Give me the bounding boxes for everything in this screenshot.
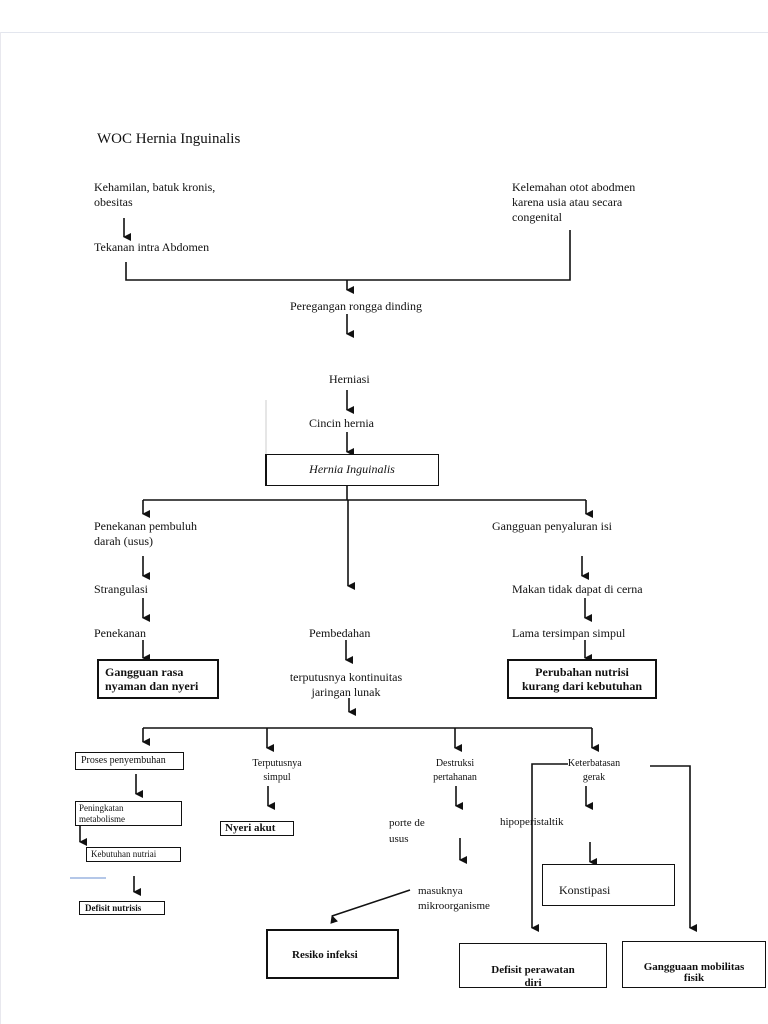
node-peregangan: Peregangan rongga dinding: [290, 299, 422, 313]
node-porte-de-usus: porte de usus: [389, 817, 425, 845]
node-resiko-infeksi-box: Resiko infeksi: [266, 929, 399, 979]
node-masuknya-mikroorganisme: masuknya mikroorganisme: [418, 885, 490, 912]
node-gangguan-penyaluran: Gangguan penyaluran isi: [492, 519, 612, 533]
node-gangguan-mobilitas-fisik: Gangguaan mobilitas fisik: [643, 961, 745, 984]
page-top-bar: [0, 0, 768, 33]
node-pembedahan: Pembedahan: [309, 626, 371, 640]
node-lama-tersimpan: Lama tersimpan simpul: [512, 626, 626, 640]
node-kebutuhan-box: Kebutuhan nutriai: [86, 847, 181, 862]
node-gangguan-mobilitas-box: Gangguaan mobilitas fisik: [622, 941, 766, 988]
node-defisit-nutrisis: Defisit nutrisis: [85, 903, 142, 913]
node-gangguan-rasa-nyaman: Gangguan rasa nyaman dan nyeri: [105, 665, 199, 693]
node-herniasi: Herniasi: [329, 372, 370, 386]
node-hipoperistaltik: hipoperistaltik: [500, 816, 564, 828]
node-defisit-perawatan-box: Defisit perawatan diri: [459, 943, 607, 989]
node-defisit-perawatan-diri: Defisit perawatan diri: [491, 964, 575, 989]
node-kelemahan-otot: Kelemahan otot abodmen karena usia atau …: [512, 180, 636, 224]
node-terputusnya-kontinuitas: terputusnya kontinuitas jaringan lunak: [289, 670, 403, 699]
node-kehamilan: Kehamilan, batuk kronis, obesitas: [94, 180, 216, 209]
node-perubahan-nutrisi: Perubahan nutrisi kurang dari kebutuhan: [521, 665, 643, 693]
node-kebutuhan-nutriai: Kebutuhan nutriai: [91, 849, 157, 859]
node-keterbatasan-gerak: Keterbatasan gerak: [567, 758, 621, 783]
node-makan-tidak-dicerna: Makan tidak dapat di cerna: [512, 582, 643, 596]
node-gangguan-rasa-box: Gangguan rasa nyaman dan nyeri: [97, 659, 219, 699]
node-konstipasi-box: Konstipasi: [542, 864, 675, 906]
node-nyeri-akut: Nyeri akut: [225, 822, 276, 834]
page-left-edge: [0, 32, 1, 1024]
node-strangulasi: Strangulasi: [94, 582, 148, 596]
node-nyeri-akut-box: Nyeri akut: [220, 821, 294, 836]
node-terputusnya-simpul: Terputusnya simpul: [252, 758, 302, 783]
node-perubahan-nutrisi-box: Perubahan nutrisi kurang dari kebutuhan: [507, 659, 657, 699]
node-peningkatan-metabolisme: Peningkatan metabolisme: [79, 803, 125, 824]
node-resiko-infeksi: Resiko infeksi: [292, 949, 358, 961]
node-cincin-hernia: Cincin hernia: [309, 416, 374, 430]
node-peningkatan-box: Peningkatan metabolisme: [75, 801, 182, 826]
node-penekanan-pembuluh: Penekanan pembuluh darah (usus): [94, 519, 197, 548]
node-defisit-nutrisis-box: Defisit nutrisis: [79, 901, 165, 915]
node-proses-penyembuhan: Proses penyembuhan: [81, 755, 166, 766]
node-penekanan: Penekanan: [94, 626, 146, 640]
node-proses-box: Proses penyembuhan: [75, 752, 184, 770]
node-hernia-inguinalis-box: Hernia Inguinalis: [265, 454, 439, 486]
node-destruksi-pertahanan: Destruksi pertahanan: [433, 758, 477, 783]
diagram-title: WOC Hernia Inguinalis: [97, 131, 241, 147]
node-tekanan-intra-abdomen: Tekanan intra Abdomen: [94, 240, 210, 254]
node-hernia-inguinalis: Hernia Inguinalis: [309, 462, 395, 476]
node-konstipasi: Konstipasi: [559, 883, 611, 897]
